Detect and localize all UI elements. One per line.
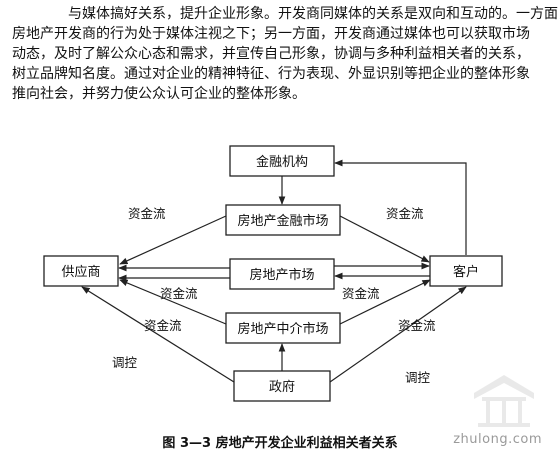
flow-label: 调控 <box>112 355 138 370</box>
flow-label: 资金流 <box>386 206 424 221</box>
link-customer-to-finance-institution <box>334 159 467 255</box>
node-supplier: 供应商 <box>43 255 119 287</box>
body-paragraph: 与媒体搞好关系，提升企业形象。开发商同媒体的关系是双向和互动的。一方面， 房地产… <box>12 4 560 104</box>
link-intermediary-to-supplier <box>119 279 227 325</box>
link-finance-market-to-supplier <box>119 215 227 265</box>
flow-label: 资金流 <box>342 286 380 301</box>
node-label: 客户 <box>453 264 479 280</box>
paragraph-line: 动态，及时了解公众心态和需求，并宣传自己形象，协调与多种利益相关者的关系， <box>12 46 530 62</box>
node-label: 政府 <box>269 380 295 395</box>
flow-label: 资金流 <box>144 318 182 333</box>
link-government-to-supplier <box>81 286 235 383</box>
paragraph-line: 房地产开发商的行为处于媒体注视之下；另一方面，开发商通过媒体也可以获取市场 <box>12 26 530 42</box>
flow-label: 调控 <box>405 370 431 385</box>
link-finance-market-to-customer <box>339 215 430 263</box>
flow-label: 资金流 <box>398 318 436 333</box>
node-government: 政府 <box>233 370 331 402</box>
node-label: 供应商 <box>61 264 100 280</box>
link-government-to-customer <box>329 286 467 383</box>
flow-label: 资金流 <box>128 206 166 221</box>
flow-label: 资金流 <box>160 286 198 301</box>
watermark-text: zhulong.com <box>453 432 542 447</box>
paragraph-line: 树立品牌知名度。通过对企业的精神特征、行为表现、外显识别等把企业的整体形象 <box>12 66 530 82</box>
node-customer: 客户 <box>429 255 503 287</box>
watermark-logo-icon <box>474 375 534 427</box>
figure-caption: 图 3—3 房地产开发企业利益相关者关系 <box>162 436 398 451</box>
node-label: 金融机构 <box>256 154 308 170</box>
node-re-market: 房地产市场 <box>229 258 335 290</box>
node-label: 房地产中介市场 <box>237 321 328 337</box>
node-label: 房地产金融市场 <box>237 213 328 229</box>
paragraph-line: 与媒体搞好关系，提升企业形象。开发商同媒体的关系是双向和互动的。一方面， <box>68 6 560 22</box>
paragraph-line: 推向社会，并努力使公众认可企业的整体形象。 <box>12 86 306 102</box>
node-re-financial-market: 房地产金融市场 <box>225 204 341 236</box>
node-financial-institution: 金融机构 <box>229 145 335 177</box>
link-intermediary-to-customer <box>339 279 431 325</box>
node-label: 房地产市场 <box>249 267 314 283</box>
node-re-intermediary-market: 房地产中介市场 <box>225 312 341 344</box>
